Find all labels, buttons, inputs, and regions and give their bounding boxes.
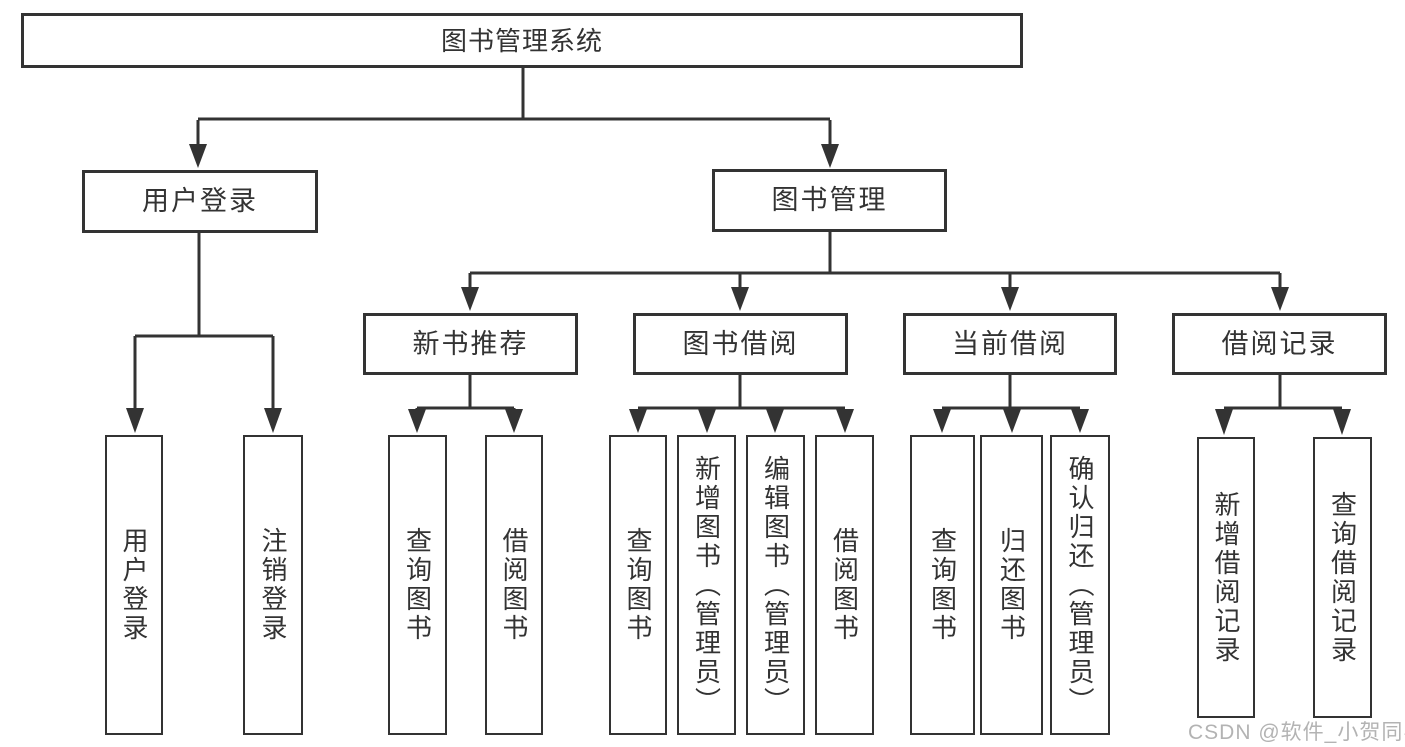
connector-new-book-recommend-to-leaves xyxy=(408,375,523,433)
connector-book-borrow-to-leaves xyxy=(629,375,854,433)
connector-current-borrow-to-leaves xyxy=(933,375,1089,433)
connector-user-login-to-leaves xyxy=(126,233,282,433)
connector-book-management-to-level3 xyxy=(461,232,1289,311)
node-borrow-records: 借阅记录 xyxy=(1172,313,1387,375)
node-new-book-recommend: 新书推荐 xyxy=(363,313,578,375)
leaf-user-login: 用户登录 xyxy=(105,435,163,735)
connector-root-to-level2 xyxy=(189,68,839,168)
leaf-cb-return-books: 归还图书 xyxy=(980,435,1043,735)
node-current-borrow: 当前借阅 xyxy=(903,313,1117,375)
leaf-cb-query-books: 查询图书 xyxy=(910,435,975,735)
node-book-borrow: 图书借阅 xyxy=(633,313,848,375)
csdn-watermark: CSDN @软件_小贺同学 xyxy=(1188,721,1405,744)
leaf-nb-query-books: 查询图书 xyxy=(388,435,447,735)
leaf-bb-add-books-admin: 新增图书（管理员） xyxy=(677,435,736,735)
leaf-bb-query-books: 查询图书 xyxy=(609,435,667,735)
leaf-bb-borrow-books: 借阅图书 xyxy=(815,435,874,735)
leaf-logout-login: 注销登录 xyxy=(243,435,303,735)
leaf-bb-edit-books-admin: 编辑图书（管理员） xyxy=(746,435,805,735)
node-user-login: 用户登录 xyxy=(82,170,318,233)
leaf-br-add-record: 新增借阅记录 xyxy=(1197,437,1255,718)
node-book-management: 图书管理 xyxy=(712,169,947,232)
leaf-br-query-record: 查询借阅记录 xyxy=(1313,437,1372,718)
leaf-nb-borrow-books: 借阅图书 xyxy=(485,435,543,735)
leaf-cb-confirm-return-admin: 确认归还（管理员） xyxy=(1050,435,1110,735)
connector-borrow-records-to-leaves xyxy=(1215,375,1351,435)
node-root-system: 图书管理系统 xyxy=(21,13,1023,68)
